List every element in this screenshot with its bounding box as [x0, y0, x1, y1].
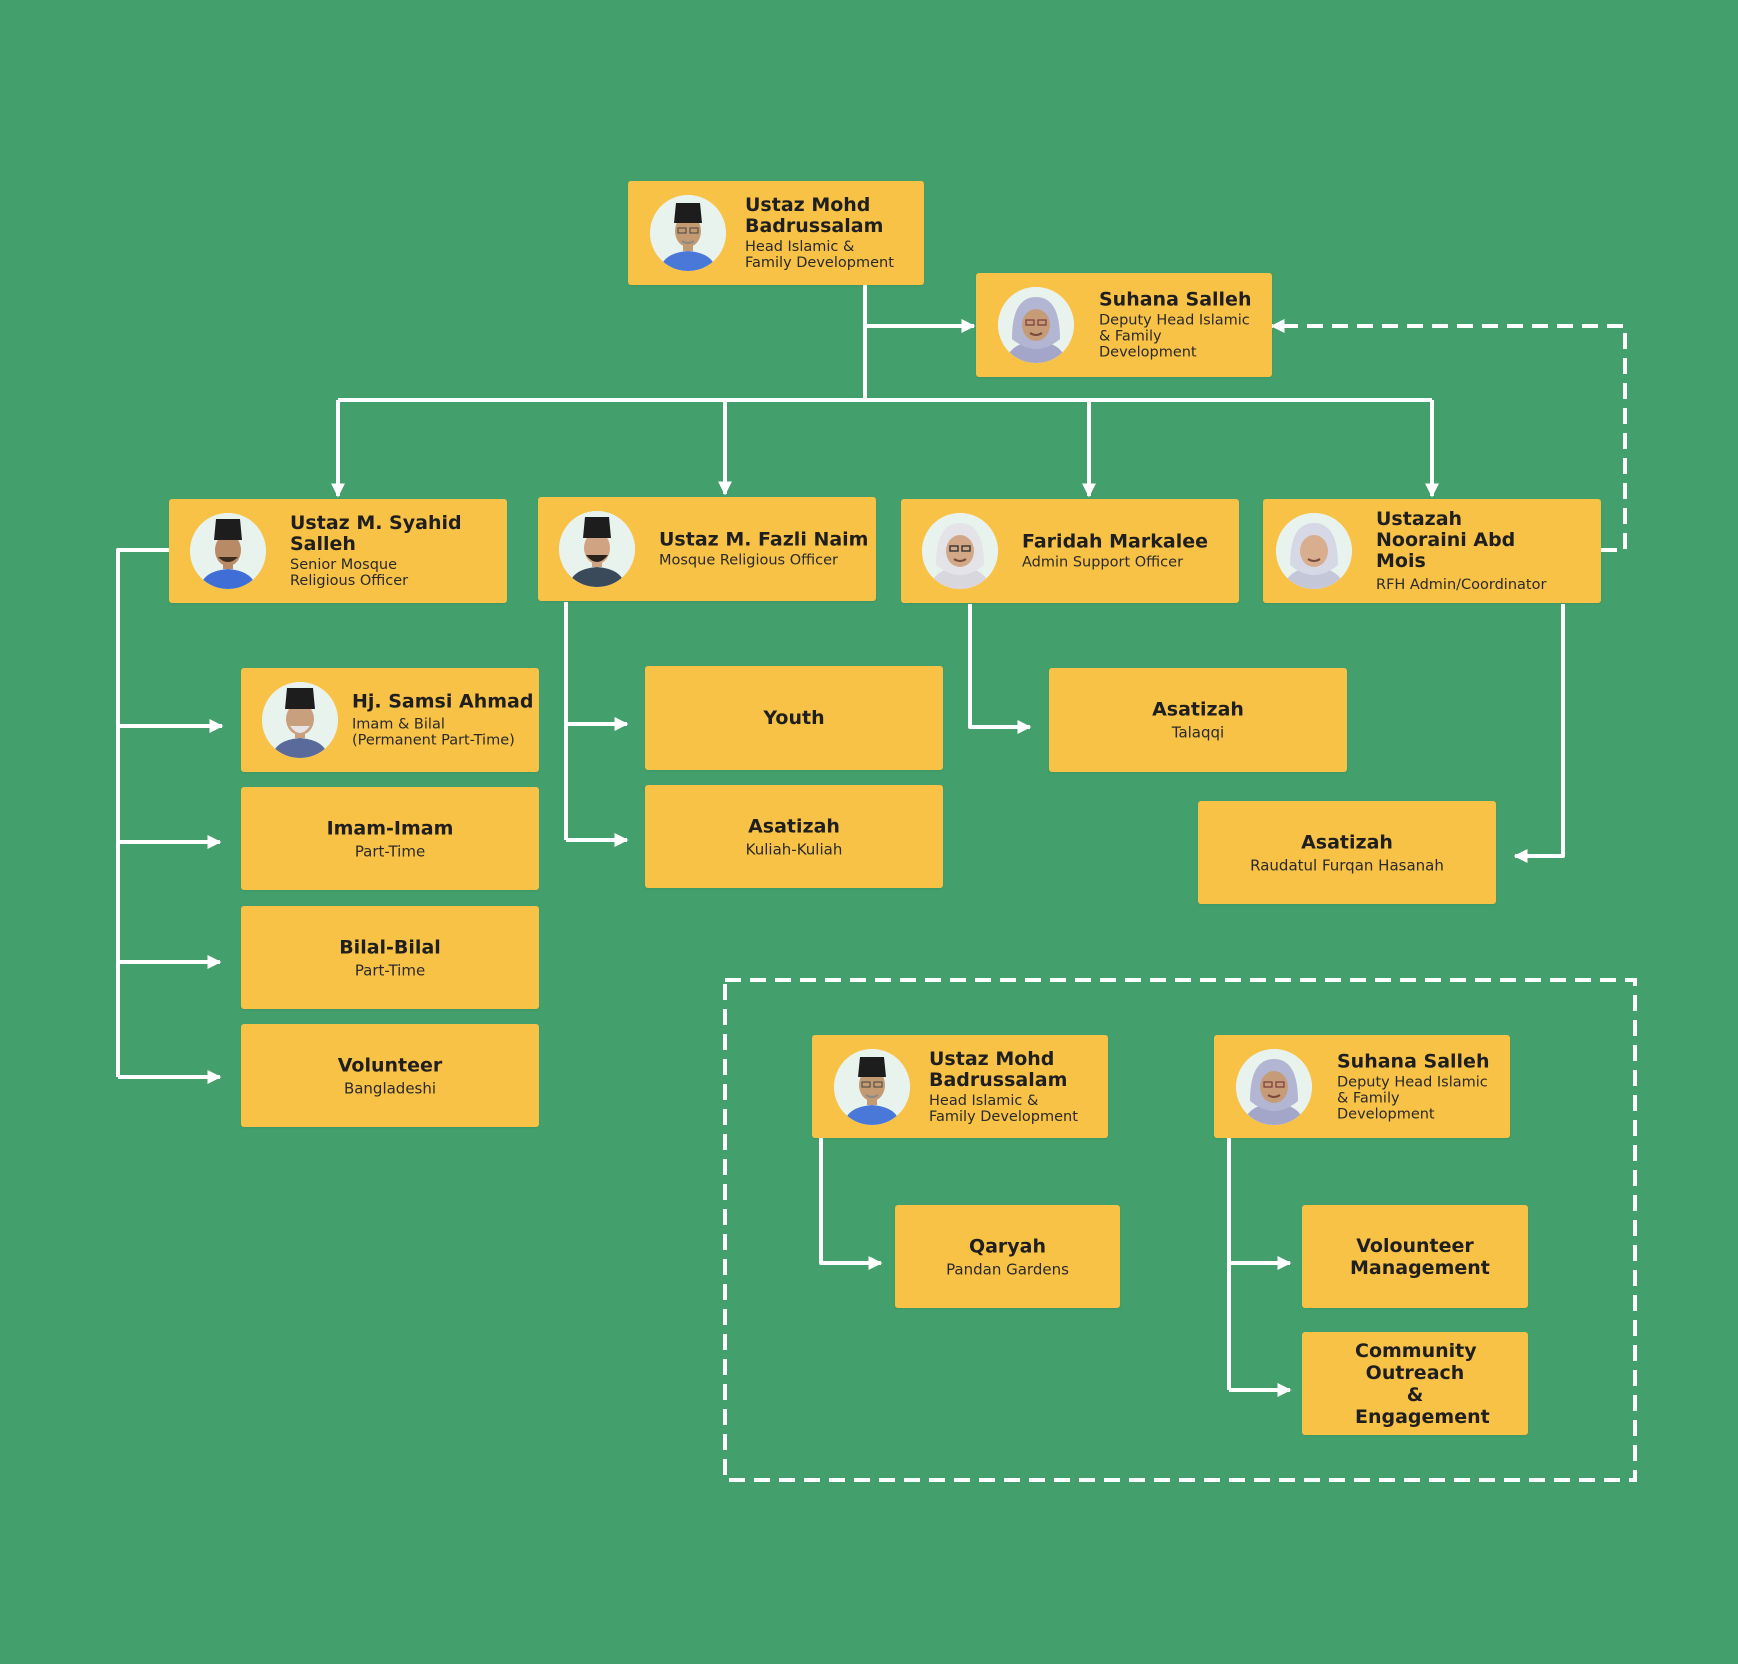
report-card-bilal[interactable]: Bilal-Bilal Part-Time: [241, 906, 539, 1009]
nooraini-text: Ustazah Nooraini Abd Mois RFH Admin/Coor…: [1376, 508, 1547, 594]
volunteer-text: Volunteer Bangladeshi: [241, 1054, 539, 1097]
raudatul-text: Asatizah Raudatul Furqan Hasanah: [1198, 831, 1496, 874]
deputy-text: Suhana Salleh Deputy Head Islamic & Fami…: [1099, 288, 1259, 361]
qaryah-text: Qaryah Pandan Gardens: [895, 1235, 1120, 1278]
report-sub: Kuliah-Kuliah: [745, 840, 843, 858]
officer-role: RFH Admin/Coordinator: [1376, 577, 1547, 593]
officer-role: Admin Support Officer: [1022, 554, 1184, 571]
report-name: Youth: [763, 707, 825, 729]
report-sub: Raudatul Furqan Hasanah: [1250, 856, 1444, 874]
officer-card-fazli[interactable]: Ustaz M. Fazli Naim Mosque Religious Off…: [538, 497, 876, 601]
report-card-vol-mgmt[interactable]: Volounteer Management: [1302, 1205, 1528, 1308]
deputy-role: Deputy Head Islamic & Family Development: [1099, 312, 1250, 361]
report-name: Asatizah: [748, 815, 840, 837]
report-sub: Part-Time: [354, 961, 426, 979]
head-text: Ustaz Mohd Badrussalam Head Islamic & Fa…: [745, 194, 905, 272]
youth-text: Youth: [645, 707, 943, 729]
woman-hijab-glasses-avatar: [1236, 1048, 1312, 1125]
outreach-text: Community Outreach & Engagement: [1302, 1340, 1528, 1428]
vol-mgmt-text: Volounteer Management: [1302, 1235, 1528, 1279]
report-card-samsi[interactable]: Hj. Samsi Ahmad Imam & Bilal (Permanent …: [241, 668, 539, 772]
report-sub: Talaqqi: [1171, 723, 1225, 742]
syahid-text: Ustaz M. Syahid Salleh Senior Mosque Rel…: [290, 512, 507, 590]
community-deputy-card[interactable]: Suhana Salleh Deputy Head Islamic & Fami…: [1214, 1035, 1510, 1138]
young-man-songkok-avatar: [190, 513, 266, 589]
faridah-text: Faridah Markalee Admin Support Officer: [1022, 530, 1208, 571]
report-name: Volunteer: [337, 1054, 443, 1076]
community-head-card[interactable]: Ustaz Mohd Badrussalam Head Islamic & Fa…: [812, 1035, 1108, 1138]
officer-role: Mosque Religious Officer: [659, 552, 839, 569]
head-name: Ustaz Mohd Badrussalam: [745, 194, 884, 237]
officer-name: Ustazah Nooraini Abd Mois: [1376, 508, 1516, 572]
report-name: Volounteer Management: [1350, 1234, 1490, 1279]
kuliah-text: Asatizah Kuliah-Kuliah: [645, 815, 943, 858]
report-card-volunteer[interactable]: Volunteer Bangladeshi: [241, 1024, 539, 1127]
nooraini-branch-line: [1513, 604, 1565, 863]
report-name: Bilal-Bilal: [339, 936, 441, 958]
officer-name: Ustaz M. Syahid Salleh: [290, 512, 462, 555]
community-head-name: Ustaz Mohd Badrussalam: [929, 1047, 1068, 1091]
report-card-kuliah[interactable]: Asatizah Kuliah-Kuliah: [645, 785, 943, 888]
officer-card-nooraini[interactable]: Ustazah Nooraini Abd Mois RFH Admin/Coor…: [1263, 499, 1601, 603]
officer-card-faridah[interactable]: Faridah Markalee Admin Support Officer: [901, 499, 1239, 603]
woman-hijab-avatar: [1276, 513, 1352, 589]
report-name: Hj. Samsi Ahmad: [352, 690, 534, 713]
man-songkok-glasses-avatar: [834, 1048, 910, 1125]
report-name: Asatizah: [1301, 831, 1393, 853]
man-songkok-glasses-avatar: [650, 195, 726, 271]
community-head-text: Ustaz Mohd Badrussalam Head Islamic & Fa…: [929, 1047, 1089, 1125]
imam-text: Imam-Imam Part-Time: [241, 817, 539, 860]
deputy-name: Suhana Salleh: [1099, 288, 1252, 311]
man-songkok-beard-avatar: [559, 511, 635, 587]
head-card[interactable]: Ustaz Mohd Badrussalam Head Islamic & Fa…: [628, 181, 924, 285]
woman-hijab-glasses-avatar: [922, 513, 998, 589]
community-deputy-role: Deputy Head Islamic & Family Development: [1337, 1074, 1488, 1122]
community-dashed-box: [723, 978, 1637, 1482]
community-head-role: Head Islamic & Family Development: [929, 1092, 1078, 1125]
report-sub: Bangladeshi: [343, 1079, 437, 1097]
report-card-talaqqi[interactable]: Asatizah Talaqqi: [1049, 668, 1347, 772]
elderly-man-songkok-avatar: [262, 682, 338, 758]
samsi-text: Hj. Samsi Ahmad Imam & Bilal (Permanent …: [352, 690, 534, 749]
talaqqi-text: Asatizah Talaqqi: [1049, 699, 1347, 742]
nooraini-to-deputy-dashed-line: [1270, 319, 1627, 552]
officer-role: Senior Mosque Religious Officer: [290, 557, 409, 589]
report-name: Qaryah: [968, 1235, 1047, 1257]
syahid-branch-line: [116, 548, 169, 1077]
community-deputy-text: Suhana Salleh Deputy Head Islamic & Fami…: [1337, 1050, 1497, 1123]
woman-hijab-glasses-avatar: [998, 287, 1074, 363]
report-sub: Part-Time: [354, 842, 426, 860]
officer-card-syahid[interactable]: Ustaz M. Syahid Salleh Senior Mosque Rel…: [169, 499, 507, 603]
report-card-youth[interactable]: Youth: [645, 666, 943, 770]
report-card-imam[interactable]: Imam-Imam Part-Time: [241, 787, 539, 890]
faridah-branch-line: [968, 604, 1032, 734]
report-name: Asatizah: [1152, 698, 1244, 721]
officer-name: Faridah Markalee: [1022, 530, 1208, 553]
deputy-card[interactable]: Suhana Salleh Deputy Head Islamic & Fami…: [976, 273, 1272, 377]
community-deputy-name: Suhana Salleh: [1337, 1050, 1490, 1072]
report-role: Imam & Bilal (Permanent Part-Time): [352, 716, 515, 749]
bilal-text: Bilal-Bilal Part-Time: [241, 936, 539, 979]
report-name: Community Outreach & Engagement: [1355, 1339, 1490, 1428]
officer-name: Ustaz M. Fazli Naim: [659, 528, 869, 551]
community-head-branch-line: [819, 1138, 883, 1270]
report-sub: Pandan Gardens: [946, 1260, 1069, 1278]
report-card-qaryah[interactable]: Qaryah Pandan Gardens: [895, 1205, 1120, 1308]
report-card-outreach[interactable]: Community Outreach & Engagement: [1302, 1332, 1528, 1435]
report-card-raudatul[interactable]: Asatizah Raudatul Furqan Hasanah: [1198, 801, 1496, 904]
fazli-text: Ustaz M. Fazli Naim Mosque Religious Off…: [659, 528, 869, 569]
head-role: Head Islamic & Family Development: [745, 239, 894, 271]
report-name: Imam-Imam: [326, 817, 454, 839]
